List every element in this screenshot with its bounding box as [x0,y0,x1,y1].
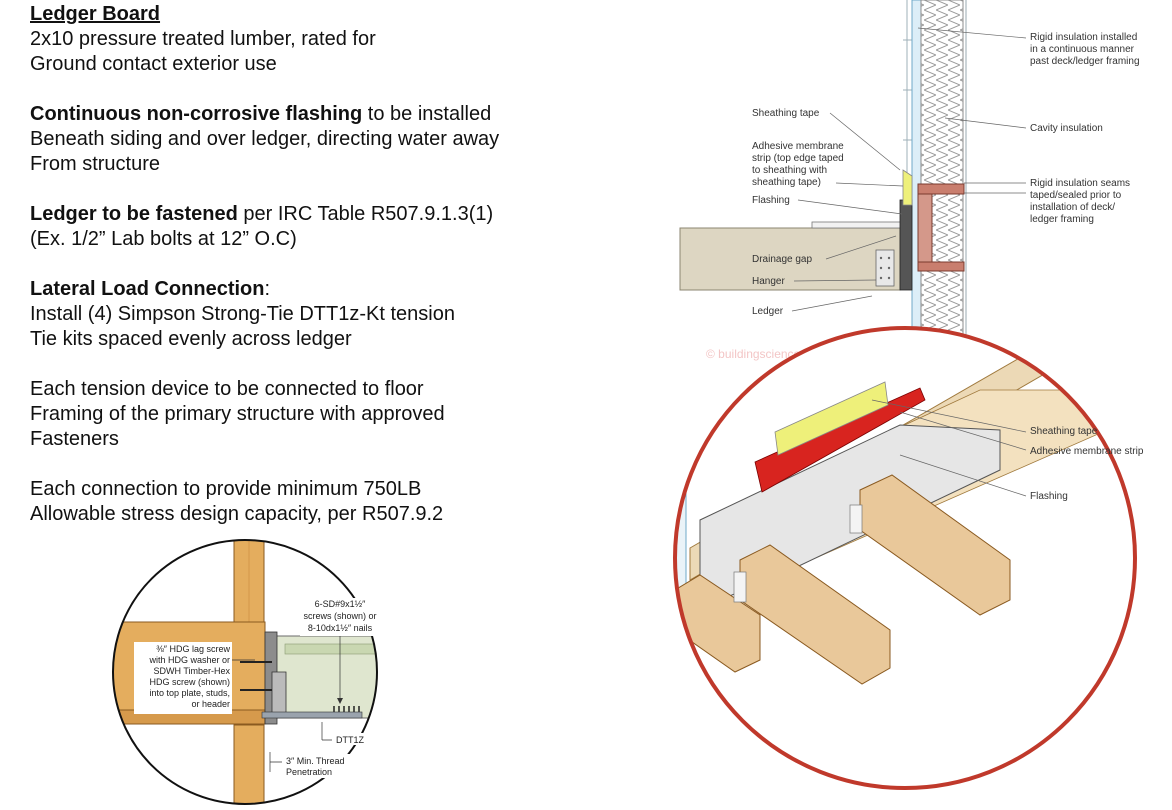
thread-label-2: Penetration [286,767,332,777]
label-cavity: Cavity insulation [1030,123,1103,134]
screws-label-3: 8-10dx1½″ nails [308,623,373,633]
ledger-board-note: Ledger Board 2x10 pressure treated lumbe… [30,2,630,77]
tension-line-2: Framing of the primary structure with ap… [30,403,445,425]
conn-line-2: Allowable stress design capacity, per R5… [30,503,444,525]
ledger-line-1: 2x10 pressure treated lumber, rated for [30,28,376,50]
flashing-note: Continuous non-corrosive flashing to be … [30,102,630,177]
small-detail-circle [112,539,378,805]
flashing-line-2: Beneath siding and over ledger, directin… [30,128,500,150]
zoom-label-tape: Sheathing tape [1030,426,1098,437]
screws-label-2: screws (shown) or [303,611,376,621]
lateral-colon: : [264,278,271,300]
lag-label-2: with HDG washer or [148,655,230,665]
thread-label-1: 3″ Min. Thread [286,756,345,766]
label-rigid-1: Rigid insulation installed [1030,32,1137,43]
label-ledger: Ledger [752,306,784,317]
flashing-rest: to be installed [362,103,492,125]
fasten-line-2: (Ex. 1/2” Lab bolts at 12” O.C) [30,228,297,250]
label-seams-2: taped/sealed prior to [1030,190,1122,201]
lag-label-6: or header [191,699,230,709]
zoom-yellow-strip [774,381,889,456]
fasten-bold: Ledger to be fastened [30,203,238,225]
label-flashing: Flashing [752,195,790,206]
connection-note: Each connection to provide minimum 750LB… [30,477,630,527]
lateral-note: Lateral Load Connection: Install (4) Sim… [30,277,630,352]
zoom-detail [675,328,1135,788]
zoom-label-flashing: Flashing [1030,491,1068,502]
dtt-label: DTT1Z [336,735,365,745]
hanger [875,249,895,287]
large-detail: Sheathing tape Adhesive membrane strip (… [673,0,1144,790]
tension-line-3: Fasteners [30,428,119,450]
membrane-small [902,169,913,206]
label-hanger: Hanger [752,276,785,287]
screws-label-1: 6-SD#9x1½″ [315,599,367,609]
lag-label-1: ⅜″ HDG lag screw [156,644,230,654]
label-membrane-2: strip (top edge taped [752,153,844,164]
ledger-board-heading: Ledger Board [30,3,161,25]
fasten-note: Ledger to be fastened per IRC Table R507… [30,202,630,252]
flashing-small [899,199,913,291]
label-membrane-1: Adhesive membrane [752,141,844,152]
label-rigid-3: past deck/ledger framing [1030,56,1140,67]
label-sheathing-tape: Sheathing tape [752,108,820,119]
flashing-line-3: From structure [30,153,161,175]
zoom-label-membrane: Adhesive membrane strip [1030,446,1144,457]
lag-label-4: HDG screw (shown) [149,677,230,687]
label-rigid-2: in a continuous manner [1030,44,1135,55]
lag-label-3: SDWH Timber-Hex [153,666,230,676]
small-detail: 6-SD#9x1½″ screws (shown) or 8-10dx1½″ n… [112,539,384,805]
ledger-line-2: Ground contact exterior use [30,53,277,75]
conn-line-1: Each connection to provide minimum 750LB [30,478,422,500]
spec-notes: Ledger Board 2x10 pressure treated lumbe… [30,2,630,552]
label-drainage: Drainage gap [752,254,812,265]
fasten-rest: per IRC Table R507.9.1.3(1) [237,203,494,225]
lateral-line-2: Tie kits spaced evenly across ledger [30,328,352,350]
lateral-bold: Lateral Load Connection [30,278,265,300]
label-seams-4: ledger framing [1030,214,1094,225]
siding [903,0,913,175]
lag-label-5: into top plate, studs, [149,688,230,698]
tension-note: Each tension device to be connected to f… [30,377,630,452]
label-seams-1: Rigid insulation seams [1030,178,1130,189]
zoom-circle [673,326,1137,790]
label-membrane-4: sheathing tape) [752,177,821,188]
flashing-bold: Continuous non-corrosive flashing [30,103,363,125]
tension-line-1: Each tension device to be connected to f… [30,378,424,400]
label-seams-3: installation of deck/ [1030,202,1115,213]
lateral-line-1: Install (4) Simpson Strong-Tie DTT1z-Kt … [30,303,455,325]
label-membrane-3: to sheathing with [752,165,827,176]
